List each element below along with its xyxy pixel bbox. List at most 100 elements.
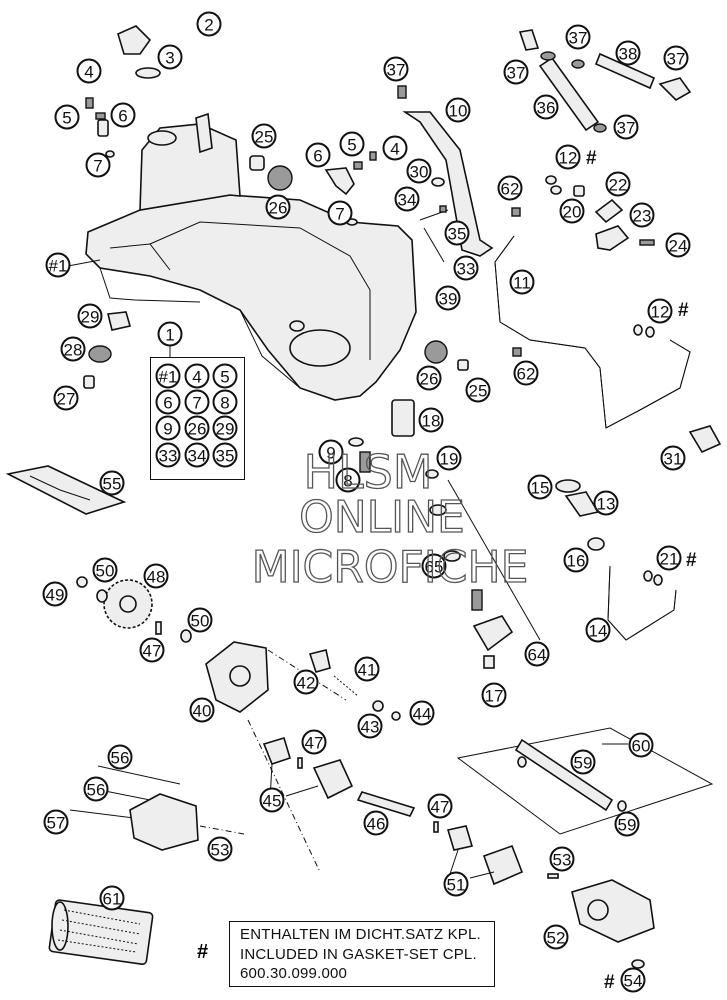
callout-64: 64: [524, 641, 550, 667]
callout-label: 13: [597, 495, 616, 514]
callout-circle: [53, 385, 79, 411]
callout-65: 65: [421, 553, 447, 579]
callout-6b: 6: [305, 142, 331, 168]
callout-label: 21: [660, 550, 679, 569]
callout-circle: [196, 11, 222, 37]
rubber-grommet-lower: [424, 340, 469, 371]
kit-item-circle: [212, 363, 238, 389]
callout-circle: [593, 490, 619, 516]
callout-label: 53: [211, 841, 230, 860]
kit-item-label: 6: [163, 394, 172, 413]
callout-47b: 47: [301, 729, 327, 755]
callout-circle: [465, 377, 491, 403]
callout-label: 17: [485, 687, 504, 706]
callout-22: 22: [605, 171, 631, 197]
hash-mark-54: #: [604, 972, 615, 993]
callout-33: 33: [453, 255, 479, 281]
callout-circle: [76, 58, 102, 84]
kit-item: 33: [155, 442, 181, 468]
callout-label: 7: [335, 205, 344, 224]
callout-label: 20: [563, 203, 582, 222]
callout-label: 6: [313, 147, 322, 166]
kit-item: 35: [212, 442, 238, 468]
callout-circle: [647, 298, 673, 324]
callout-13: 13: [593, 490, 619, 516]
callout-label: 55: [103, 475, 122, 494]
callout-circle: [613, 114, 639, 140]
callout-label: 62: [517, 365, 536, 384]
callout-circle: [318, 439, 344, 465]
callout-circle: [42, 581, 68, 607]
callout-label: 8: [343, 472, 352, 491]
callout-circle: [665, 232, 691, 258]
callout-label: 27: [57, 390, 76, 409]
oil-strainer-plate: [5, 465, 127, 515]
callout-18: 18: [418, 407, 444, 433]
callout-circle: [363, 810, 389, 836]
callout-label: #1: [49, 257, 68, 276]
callout-7a: 7: [85, 152, 111, 178]
kit-item-label: #1: [159, 368, 178, 387]
callout-circle: [143, 563, 169, 589]
oil-pump-cover-64: [447, 479, 541, 669]
callout-label: 2: [204, 16, 213, 35]
callout-label: 22: [609, 176, 628, 195]
callout-label: 44: [413, 705, 432, 724]
callout-label: 42: [297, 674, 316, 693]
pump-rotors: [262, 737, 524, 886]
callout-27: 27: [53, 385, 79, 411]
callout-circle: [327, 200, 353, 226]
callout-label: 6: [118, 107, 127, 126]
callout-circle: [110, 102, 136, 128]
callout-circle: [443, 871, 469, 897]
callout-17: 17: [481, 682, 507, 708]
kit-item-circle: [212, 389, 238, 415]
callout-label: 59: [618, 816, 637, 835]
callout-circle: [85, 152, 111, 178]
callout-label: 5: [347, 136, 356, 155]
callout-14: 14: [585, 617, 611, 643]
callout-circle: [605, 171, 631, 197]
callout-label: 45: [263, 792, 282, 811]
callout-label: 19: [440, 450, 459, 469]
callout-circle: [663, 45, 689, 71]
kit-item-label: 35: [216, 447, 235, 466]
watermark-line-2: ONLINE: [299, 492, 465, 543]
kit-item: 8: [212, 389, 238, 415]
callout-circle: [614, 811, 640, 837]
callout-label: 38: [619, 45, 638, 64]
breather-hoses: [518, 29, 692, 133]
callout-label: 4: [390, 140, 399, 159]
callout-53b: 53: [549, 846, 575, 872]
callout-10: 10: [445, 97, 471, 123]
kit-item-circle: [155, 442, 181, 468]
callout-label: 43: [361, 718, 380, 737]
hash-mark-12a: #: [586, 148, 597, 169]
callout-circle: [570, 749, 596, 775]
callout-label: 34: [398, 191, 417, 210]
callout-circle: [444, 220, 470, 246]
callout-42: 42: [293, 669, 319, 695]
callout-37e: 37: [613, 114, 639, 140]
elbow-fitting: [324, 151, 377, 226]
kit-item: 34: [184, 442, 210, 468]
callout-2: 2: [196, 11, 222, 37]
gasket-set-note: ENTHALTEN IM DICHT.SATZ KPL. INCLUDED IN…: [229, 921, 495, 987]
callout-label: 25: [255, 128, 274, 147]
kit-item: 9: [155, 415, 181, 441]
callout-label: 64: [528, 646, 547, 665]
callout-circle: [427, 793, 453, 819]
small-fittings-left: [85, 97, 115, 158]
kit-item: #1: [155, 363, 181, 389]
callout-circle: [107, 744, 133, 770]
callout-circle: [54, 104, 80, 130]
callout-circle: [354, 656, 380, 682]
callout-1hash: #1: [45, 252, 71, 278]
callout-circle: [83, 776, 109, 802]
oil-pump-housing-40: [205, 641, 347, 873]
callout-circle: [628, 732, 654, 758]
callout-label: 5: [62, 109, 71, 128]
oil-pump-housing-52: [571, 879, 655, 969]
